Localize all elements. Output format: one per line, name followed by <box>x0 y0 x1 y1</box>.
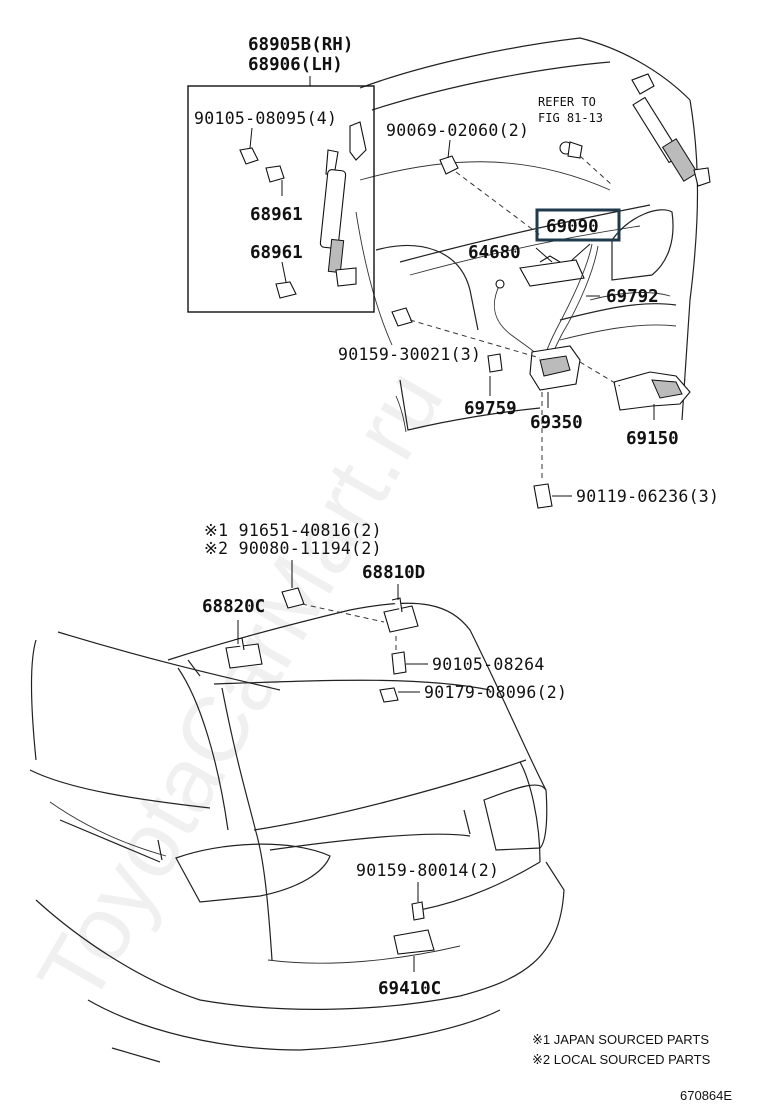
label-64680: 64680 <box>468 243 521 263</box>
label-90159-80014: 90159-80014(2) <box>356 861 499 880</box>
label-fig-81-13: FIG 81-13 <box>538 111 603 125</box>
label-90179-08096: 90179-08096(2) <box>424 683 567 702</box>
label-90159-30021: 90159-30021(3) <box>338 345 481 364</box>
gas-strut-refer <box>631 73 711 187</box>
label-91651-40816: ※1 91651-40816(2) <box>204 521 382 540</box>
note-local-sourced: ※2 LOCAL SOURCED PARTS <box>532 1052 711 1067</box>
label-68820C: 68820C <box>202 597 265 617</box>
cable-and-lock <box>391 243 691 411</box>
screw-90119 <box>533 483 553 509</box>
highlight-box-69090 <box>535 208 621 242</box>
vehicle-rear-outline <box>29 602 565 1063</box>
label-68810D: 68810D <box>362 563 425 583</box>
label-90105-08095: 90105-08095(4) <box>194 109 337 128</box>
back-door-outline <box>355 37 699 433</box>
label-68961-a: 68961 <box>250 205 303 225</box>
label-69350: 69350 <box>530 413 583 433</box>
label-90069-02060: 90069-02060(2) <box>386 121 529 140</box>
strut-parts-frame <box>187 85 375 313</box>
label-68905B: 68905B(RH) <box>248 35 353 55</box>
watermark-text: ToyotaCarMart.ru <box>19 354 463 1020</box>
label-69090: 69090 <box>546 217 599 237</box>
label-90119-06236: 90119-06236(3) <box>576 487 719 506</box>
note-japan-sourced: ※1 JAPAN SOURCED PARTS <box>532 1032 709 1047</box>
label-90080-11194: ※2 90080-11194(2) <box>204 539 382 558</box>
hinge-parts <box>225 587 435 955</box>
figure-id: 670864E <box>680 1088 732 1103</box>
label-refer-to: REFER TO <box>538 95 596 109</box>
label-69150: 69150 <box>626 429 679 449</box>
label-68961-b: 68961 <box>250 243 303 263</box>
label-69410C: 69410C <box>378 979 441 999</box>
label-69759: 69759 <box>464 399 517 419</box>
strut-inset-parts <box>239 121 367 299</box>
screw-90069 <box>439 141 583 175</box>
label-69792: 69792 <box>606 287 659 307</box>
label-68906: 68906(LH) <box>248 55 343 75</box>
label-90105-08264: 90105-08264 <box>432 655 545 674</box>
